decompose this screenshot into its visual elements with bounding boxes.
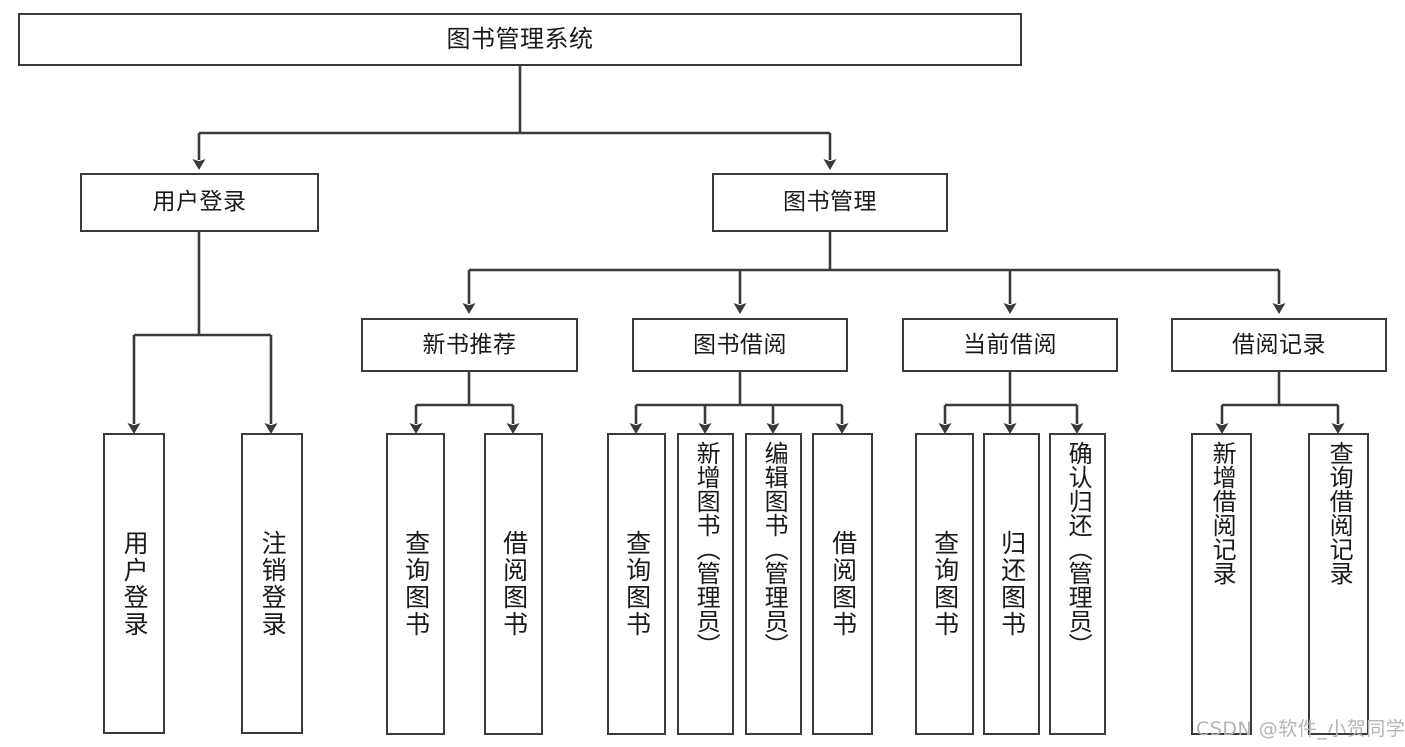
node-user-login[interactable]: 用户登录: [80, 173, 319, 232]
leaf-book-borrow-edit-book-admin[interactable]: 编辑图书（管理员）: [745, 433, 802, 735]
leaf-book-borrow-query-book[interactable]: 查询图书: [607, 433, 666, 735]
user-login-to-leaves-connectors: [127, 232, 278, 434]
node-current-borrowing[interactable]: 当前借阅: [902, 318, 1118, 372]
leaf-new-book-borrow-book[interactable]: 借阅图书: [484, 433, 543, 735]
root-to-level1-connectors: [192, 66, 837, 170]
node-borrowing-record[interactable]: 借阅记录: [1171, 318, 1387, 372]
node-label: 归还图书: [997, 530, 1027, 638]
node-label: 新书推荐: [422, 331, 517, 358]
node-root-book-management-system[interactable]: 图书管理系统: [18, 13, 1022, 66]
node-new-book-recommendation[interactable]: 新书推荐: [361, 318, 578, 372]
node-label: 用户登录: [152, 189, 247, 216]
node-label: 查询图书: [622, 530, 652, 638]
node-label: 确认归还（管理员）: [1064, 441, 1093, 657]
node-book-management[interactable]: 图书管理: [712, 173, 948, 232]
node-label: 查询图书: [930, 530, 960, 638]
leaf-current-borrow-confirm-return-admin[interactable]: 确认归还（管理员）: [1049, 433, 1106, 735]
node-label: 注销登录: [258, 529, 288, 638]
node-label: 新增图书（管理员）: [692, 441, 721, 657]
watermark-text: CSDN @软件_小贺同学: [1196, 718, 1405, 740]
current-borrow-to-leaves-connectors: [938, 372, 1084, 434]
book-mgmt-to-level2-connectors: [462, 232, 1286, 314]
leaf-user-login-logout[interactable]: 注销登录: [241, 433, 303, 734]
node-label: 图书管理系统: [446, 24, 594, 53]
node-label: 用户登录: [120, 529, 150, 638]
node-label: 查询图书: [401, 530, 431, 638]
borrow-record-to-leaves-connectors: [1215, 372, 1345, 434]
leaf-book-borrow-add-book-admin[interactable]: 新增图书（管理员）: [677, 433, 734, 735]
node-label: 新增借阅记录: [1208, 441, 1237, 585]
leaf-borrow-record-add-record[interactable]: 新增借阅记录: [1191, 433, 1252, 735]
leaf-borrow-record-query-record[interactable]: 查询借阅记录: [1308, 433, 1369, 735]
node-label: 借阅图书: [828, 530, 858, 638]
book-borrow-to-leaves-connectors: [629, 372, 849, 434]
node-label: 当前借阅: [963, 331, 1057, 358]
node-label: 编辑图书（管理员）: [760, 441, 789, 657]
leaf-current-borrow-return-book[interactable]: 归还图书: [983, 433, 1040, 735]
leaf-user-login-login[interactable]: 用户登录: [103, 433, 165, 734]
new-book-to-leaves-connectors: [409, 372, 520, 434]
node-label: 图书借阅: [693, 331, 787, 358]
leaf-current-borrow-query-book[interactable]: 查询图书: [915, 433, 974, 735]
node-label: 借阅图书: [499, 530, 529, 638]
node-label: 借阅记录: [1232, 331, 1326, 358]
node-label: 查询借阅记录: [1325, 441, 1354, 585]
node-label: 图书管理: [783, 189, 877, 216]
node-book-borrowing[interactable]: 图书借阅: [632, 318, 848, 372]
leaf-new-book-query-book[interactable]: 查询图书: [386, 433, 445, 735]
leaf-book-borrow-borrow-book[interactable]: 借阅图书: [812, 433, 873, 735]
